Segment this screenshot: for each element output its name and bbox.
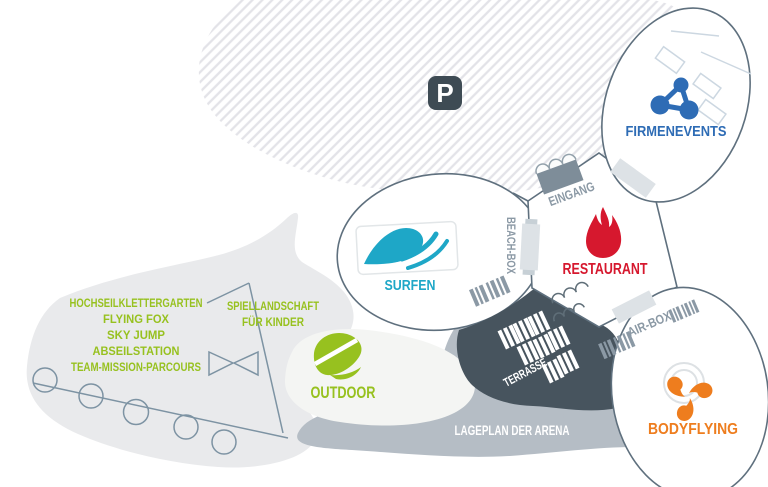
leaf-icon <box>313 332 362 380</box>
parking-icon <box>428 76 462 110</box>
activity-item: FLYING FOX <box>103 314 169 326</box>
outdoor-label: OUTDOOR <box>311 383 376 402</box>
entrance-awning-icon <box>535 153 577 175</box>
firmenevents-label: FIRMENEVENTS <box>626 123 727 140</box>
activity-item: SKY JUMP <box>107 330 165 342</box>
activity-item: HOCHSEILKLETTERGARTEN <box>70 298 203 310</box>
outdoor-area-shape <box>26 212 354 468</box>
outdoor-activity-list: HOCHSEILKLETTERGARTEN FLYING FOX SKY JUM… <box>70 298 203 374</box>
terrace-umbrella-ghost-icon <box>551 281 589 322</box>
outdoor-inner-shape <box>284 328 475 426</box>
door-restaurant-firmenevents <box>610 158 656 198</box>
parking-label: P <box>436 78 453 108</box>
stage-line <box>670 30 720 37</box>
map-title: LAGEPLAN DER ARENA <box>455 422 570 438</box>
restaurant-label: RESTAURANT <box>563 261 648 278</box>
beach-box-label: BEACH-BOX <box>504 217 516 274</box>
bodyflying-label: BODYFLYING <box>648 421 738 438</box>
surfen-label: SURFEN <box>385 278 436 294</box>
wave-icon <box>364 228 449 270</box>
activity-item: ABSEILSTATION <box>93 346 180 358</box>
surfen-hexagon-connector <box>512 192 529 202</box>
stage-line <box>700 51 752 75</box>
bodyflying-area-shape <box>610 286 768 487</box>
playground-label: SPIELLANDSCHAFT FÜR KINDER <box>227 301 319 329</box>
entrance-building <box>536 159 584 195</box>
flame-icon <box>586 207 622 258</box>
door-restaurant-bodyflying <box>611 290 657 324</box>
activity-item: TEAM-MISSION-PARCOURS <box>71 362 201 374</box>
network-icon <box>650 77 699 120</box>
firmenevents-tables <box>654 30 752 126</box>
door-surfen-restaurant <box>519 223 541 271</box>
bowtie-platform-icon <box>208 350 259 377</box>
svg-text:FÜR KINDER: FÜR KINDER <box>242 316 305 329</box>
tree-icons <box>32 367 237 455</box>
svg-text:SPIELLANDSCHAFT: SPIELLANDSCHAFT <box>227 301 319 313</box>
climbing-course-lines <box>32 282 289 439</box>
